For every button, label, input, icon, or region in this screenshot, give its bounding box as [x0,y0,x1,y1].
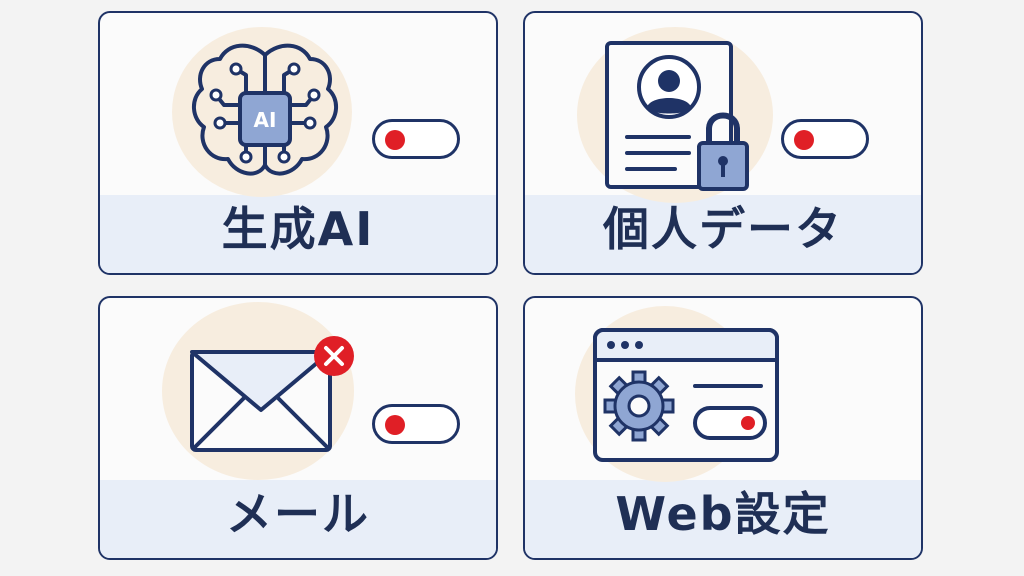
toggle-personal-data[interactable] [781,119,869,159]
card-label: 個人データ [603,202,843,256]
personal-data-lock-icon [605,41,749,191]
card-mail: メール [98,296,498,560]
card-label: Web設定 [615,487,831,541]
card-personal-data: 個人データ [523,11,923,275]
web-settings-icon [593,328,779,462]
card-label: 生成AI [221,202,375,256]
toggle-knob [385,415,405,435]
toggle-knob [794,130,814,150]
card-web-settings: Web設定 [523,296,923,560]
label-band [100,480,496,558]
label-band [525,195,921,273]
ai-chip-text: AI [254,108,277,132]
ai-brain-icon: AI [192,43,338,176]
card-label: メール [226,487,370,541]
toggle-knob [385,130,405,150]
toggle-mail[interactable] [372,404,460,444]
label-band [525,480,921,558]
toggle-generative-ai[interactable] [372,119,460,159]
label-band [100,195,496,273]
mail-blocked-icon [190,336,354,452]
card-generative-ai: AI 生成AI [98,11,498,275]
